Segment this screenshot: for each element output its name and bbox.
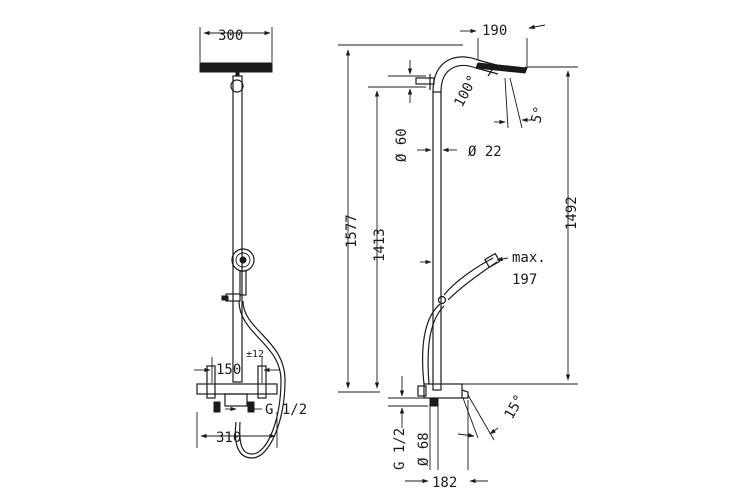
dim-pipe-diameter: Ø 22	[468, 144, 502, 160]
dimension-1492: 1492	[460, 66, 580, 385]
dim-head-height: 1492	[564, 196, 580, 230]
overhead-shower-head	[199, 62, 273, 77]
dimension-inlet: G 1/2	[225, 402, 307, 418]
dimension-1577: 1577	[338, 44, 463, 393]
dimension-1413: 1413	[372, 90, 388, 389]
dim-rose-height: 1413	[372, 228, 388, 262]
dim-tolerance: ±12	[246, 349, 264, 360]
dimension-190: 190	[460, 23, 546, 66]
wall-bracket	[415, 74, 435, 90]
hand-shower	[221, 248, 255, 302]
dimension-spout-angle: 15°	[457, 392, 529, 441]
dim-max-value: 197	[512, 272, 537, 288]
dim-inlet-front: G 1/2	[265, 402, 307, 418]
shower-hose	[234, 300, 286, 459]
dim-flange: Ø 68	[416, 432, 432, 466]
dim-head-angle: 100°	[451, 73, 481, 110]
dim-spacing: 150	[216, 362, 241, 378]
side-hand-shower: max. 197	[420, 250, 546, 385]
dimension-182: 182	[405, 400, 488, 491]
dim-tilt: 5°	[528, 105, 548, 125]
front-view: 300	[194, 27, 307, 459]
dim-spout-angle: 15°	[502, 392, 529, 422]
dim-rose-diameter: Ø 60	[394, 128, 410, 162]
dimension-150: 150 ±12	[194, 349, 280, 383]
dimension-300: 300	[199, 27, 273, 62]
side-view: 190 100° 5° Ø 60 Ø 22	[338, 23, 580, 491]
dimension-rose-diameter: Ø 60	[368, 60, 426, 162]
side-mixer	[417, 383, 469, 407]
dimension-310: 310	[196, 412, 278, 448]
dim-inlet-side: G 1/2	[392, 428, 408, 470]
dimension-tilt: 5°	[494, 77, 548, 129]
dim-overall-width: 310	[216, 430, 241, 446]
dim-total-height: 1577	[344, 214, 360, 248]
dim-max-label: max.	[512, 250, 546, 266]
riser-pipe	[230, 75, 244, 383]
dimension-inlet-side: G 1/2	[388, 376, 428, 470]
dim-head-width: 300	[218, 28, 243, 44]
dim-depth: 182	[432, 475, 457, 491]
dim-head-diameter: 190	[482, 23, 507, 39]
dimension-flange: Ø 68	[416, 398, 439, 470]
side-riser-pipe	[432, 56, 528, 391]
dimension-pipe-diameter: Ø 22	[417, 144, 502, 160]
